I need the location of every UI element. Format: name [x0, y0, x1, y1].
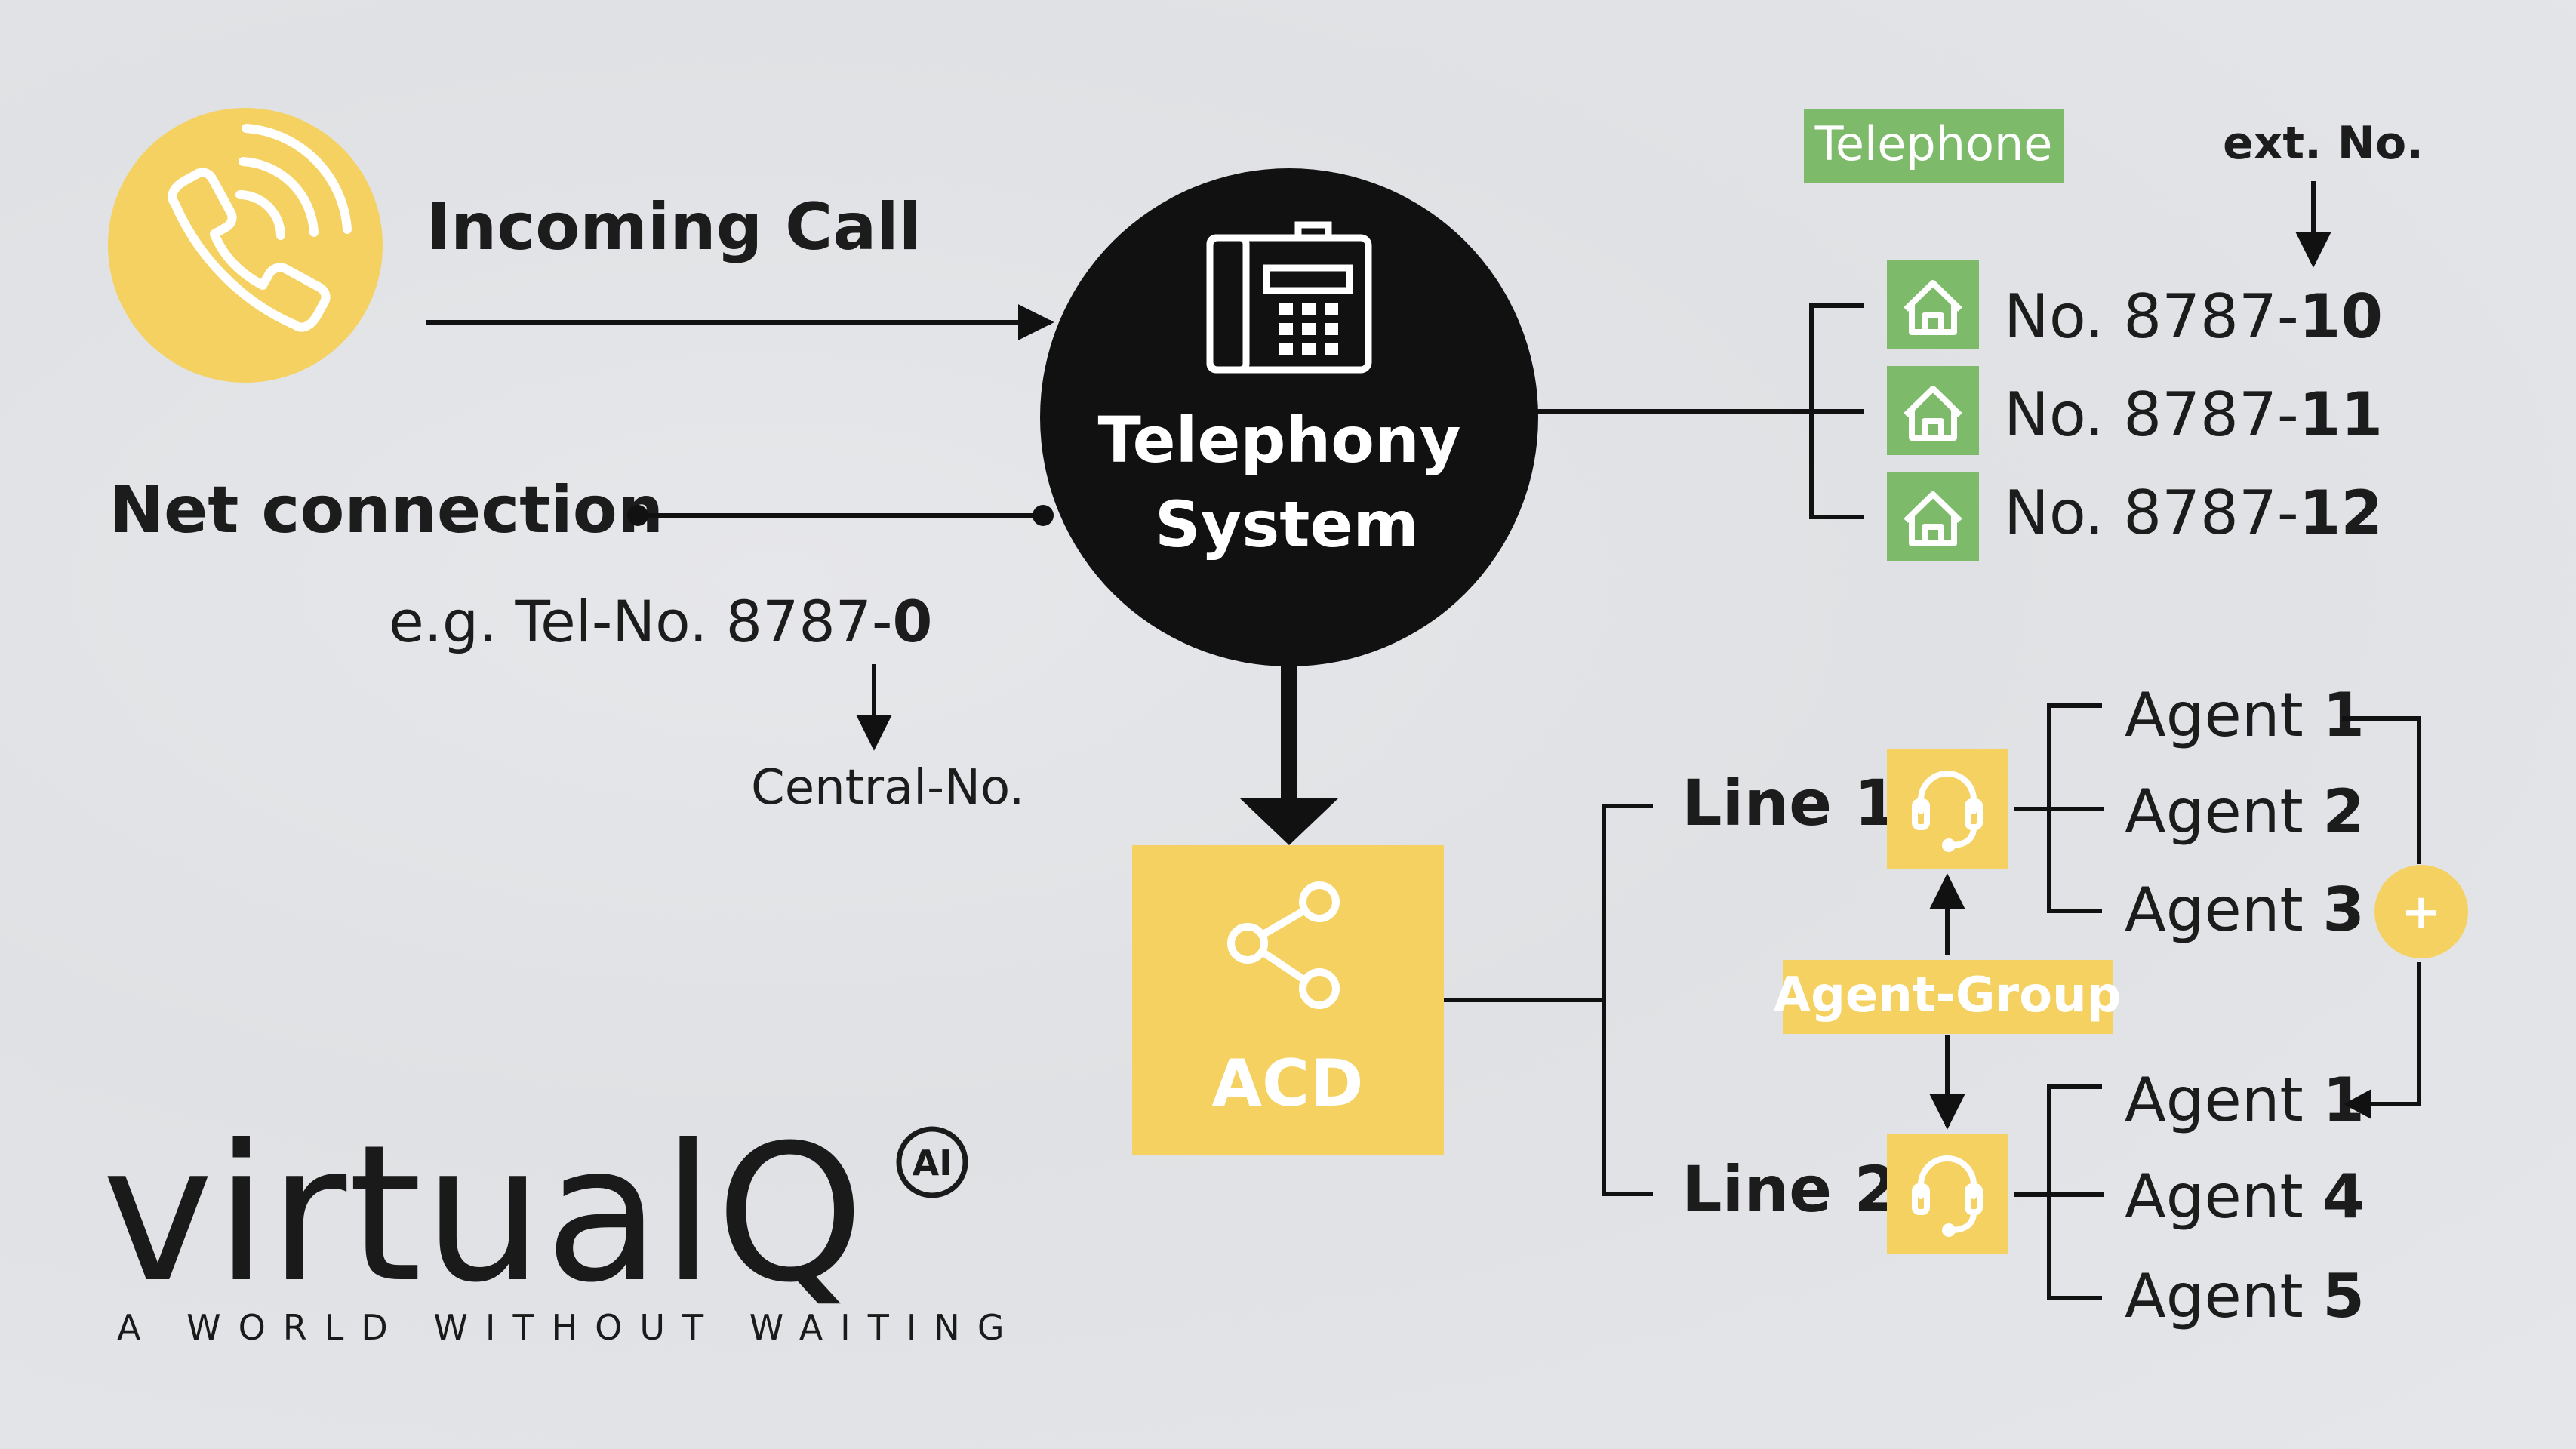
logo-ai-badge	[896, 1126, 968, 1198]
acd-label: ACD	[1211, 1046, 1363, 1121]
incoming-call-phone-icon	[108, 108, 383, 383]
shared-agent-connector	[2342, 716, 2421, 1106]
agent-label: Agent 3	[2125, 875, 2365, 945]
extension-number: No. 8787-10	[2004, 281, 2383, 352]
net-connection-label: Net connection	[109, 472, 663, 548]
logo-brand-text: virtualQ	[102, 1104, 866, 1324]
net-connection-dot-left	[627, 505, 648, 526]
central-number-example: e.g. Tel-No. 8787-0	[389, 588, 932, 655]
telephony-system-node	[1040, 168, 1538, 666]
net-connection-dot-right	[1033, 505, 1054, 526]
house-icon	[1904, 386, 1962, 441]
acd-box	[1132, 845, 1444, 1155]
line-2-label: Line 2	[1682, 1152, 1898, 1226]
plus-symbol: +	[2401, 884, 2442, 940]
headset-icon	[1912, 771, 1983, 852]
telephony-to-acd-arrowhead	[1240, 798, 1338, 845]
lines-bracket	[1602, 804, 1653, 1196]
extension-row-10: No. 8787-10	[1887, 260, 2383, 352]
headset-icon	[1912, 1155, 1983, 1237]
line-1-agents-bracket	[2047, 703, 2102, 913]
agent-group-box	[1783, 960, 2113, 1034]
virtualq-logo: virtualQ AI A WORLD WITHOUT WAITING	[102, 1104, 1021, 1348]
incoming-call-label: Incoming Call	[426, 189, 921, 265]
central-number-label: Central-No.	[751, 760, 1024, 816]
agent-label: Agent 1	[2125, 1065, 2365, 1135]
line-2-headset	[1887, 1134, 2008, 1254]
agent-label: Agent 1	[2125, 680, 2365, 750]
central-number-prefix: e.g. Tel-No. 8787-	[389, 588, 892, 655]
line-2-agents-bracket	[2047, 1084, 2102, 1300]
extensions-bracket	[1809, 303, 1864, 519]
agent-label: Agent 5	[2125, 1261, 2365, 1331]
desk-phone-icon	[1206, 221, 1372, 374]
agent-label: Agent 2	[2125, 777, 2365, 847]
agent-label: Agent 4	[2125, 1161, 2365, 1232]
extension-row-11: No. 8787-11	[1887, 366, 2383, 455]
plus-badge	[2374, 865, 2468, 958]
ext-number-label: ext. No.	[2223, 117, 2424, 170]
telephone-header-box	[1804, 109, 2064, 183]
house-icon	[1904, 491, 1962, 546]
central-number-suffix: 0	[892, 588, 932, 655]
telephony-label-line1: Telephony	[1097, 403, 1460, 477]
extension-number: No. 8787-11	[2004, 380, 2383, 450]
extension-number: No. 8787-12	[2004, 478, 2383, 548]
line-1-label: Line 1	[1682, 766, 1898, 840]
logo-tagline: A WORLD WITHOUT WAITING	[117, 1307, 1021, 1348]
share-icon	[1227, 881, 1340, 1009]
telephone-header-label: Telephone	[1814, 116, 2053, 171]
logo-ai-badge-text: AI	[913, 1143, 953, 1183]
shared-agent-arrowhead	[2344, 1089, 2371, 1119]
line-1-headset	[1887, 749, 2008, 869]
agent-group-label: Agent-Group	[1774, 968, 2122, 1023]
house-icon	[1904, 280, 1962, 335]
telephony-label-line2: System	[1155, 488, 1419, 561]
extension-row-12: No. 8787-12	[1887, 472, 2383, 561]
